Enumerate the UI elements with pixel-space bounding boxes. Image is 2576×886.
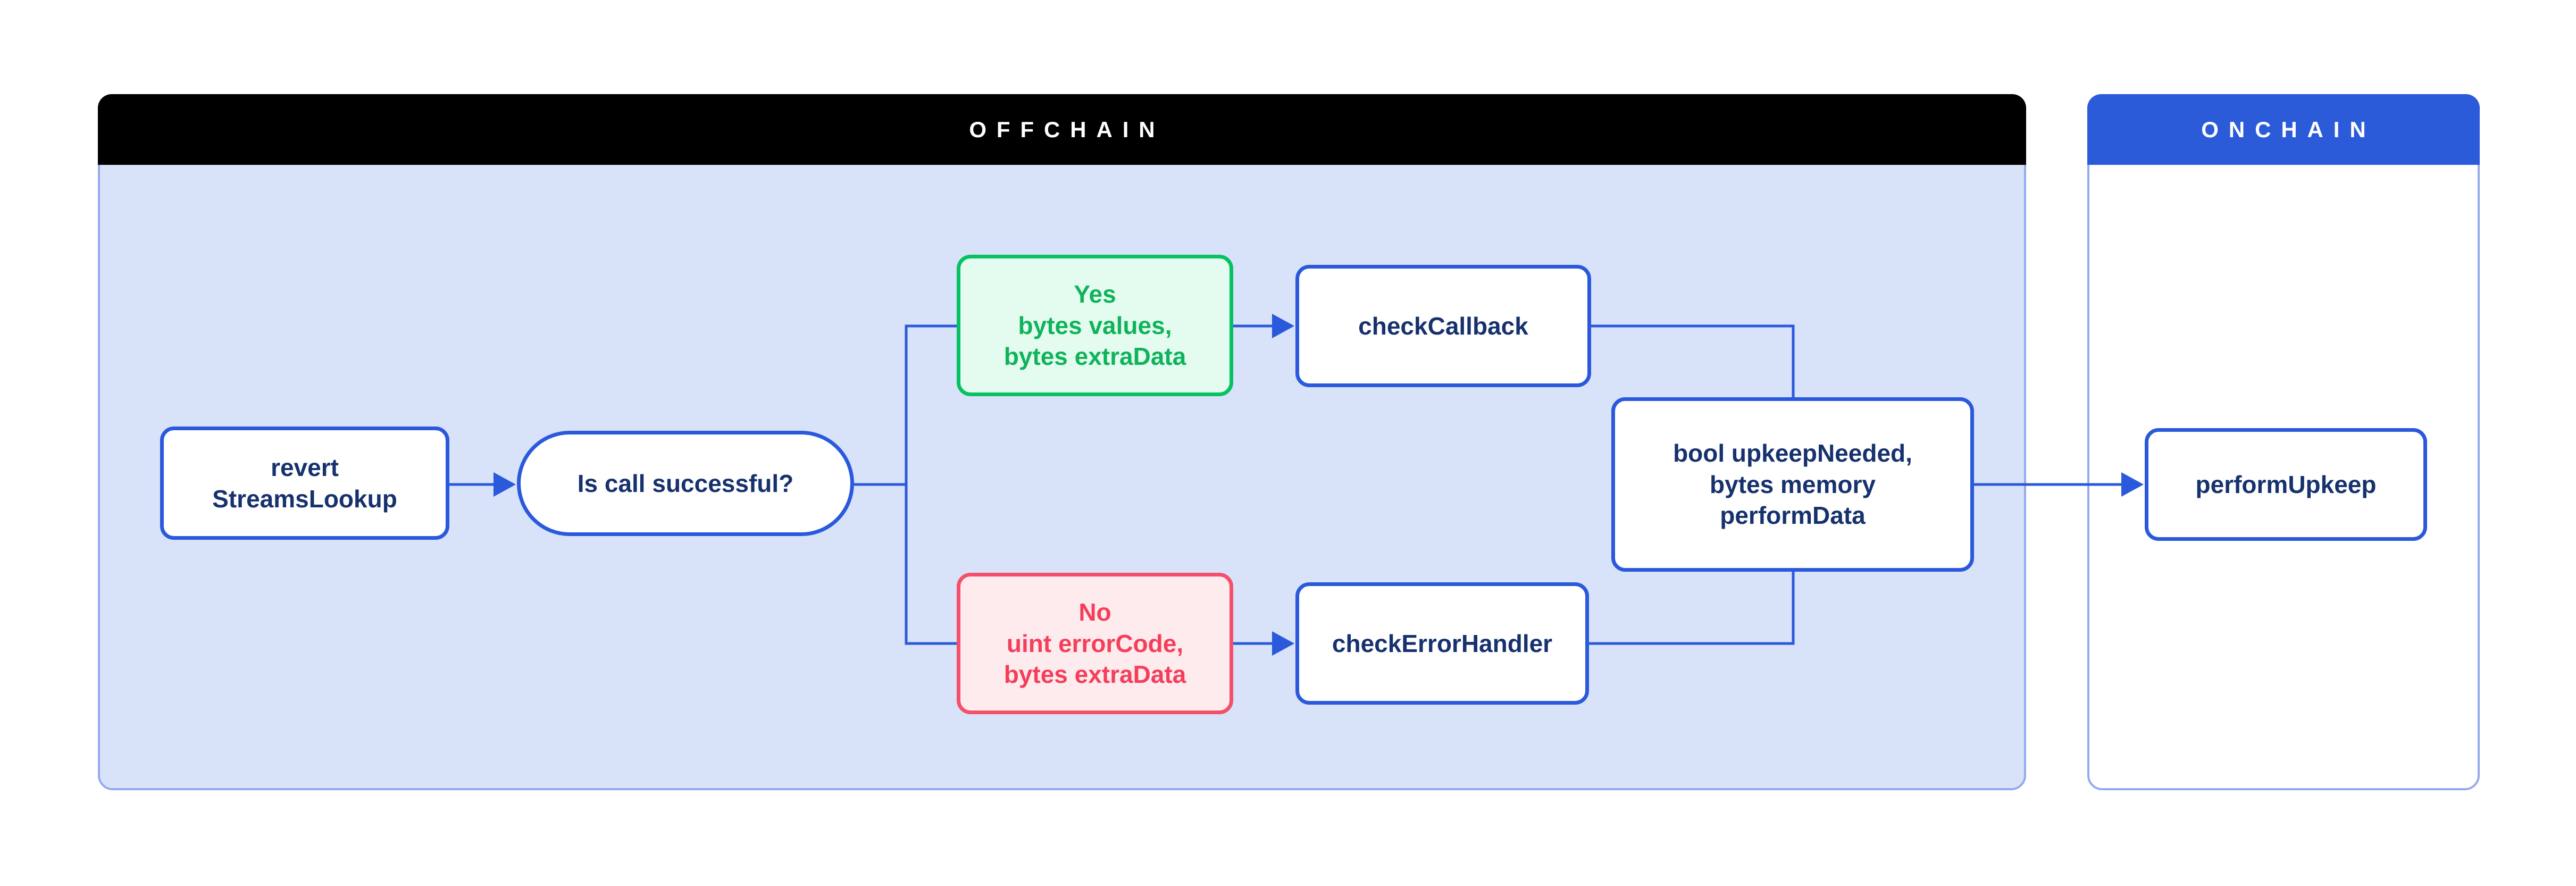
onchain-panel-title: ONCHAIN [2201, 116, 2376, 142]
node-label-line: uint errorCode, [1006, 629, 1184, 657]
node-label-line: performData [1720, 501, 1866, 530]
node-yes-branch: Yes bytes values, bytes extraData [957, 255, 1233, 396]
node-label-line: bytes values, [1018, 311, 1172, 339]
node-no-branch: No uint errorCode, bytes extraData [957, 573, 1233, 714]
node-label-line: bytes extraData [1003, 342, 1186, 371]
node-label-line: checkCallback [1358, 312, 1528, 340]
node-label-line: No [1078, 598, 1111, 626]
node-upkeep-result: bool upkeepNeeded, bytes memory performD… [1611, 397, 1974, 572]
node-label-line: Is call successful? [577, 469, 794, 497]
node-revert-streamslookup: revert StreamsLookup [160, 427, 449, 540]
node-label-line: revert [271, 453, 339, 481]
node-perform-upkeep: performUpkeep [2145, 428, 2427, 541]
node-label-line: bool upkeepNeeded, [1673, 439, 1912, 467]
node-check-callback: checkCallback [1295, 265, 1591, 387]
node-label-line: bytes extraData [1003, 661, 1186, 689]
offchain-panel-header: OFFCHAIN [98, 94, 2026, 165]
onchain-panel-header: ONCHAIN [2087, 94, 2480, 165]
node-label-line: bytes memory [1710, 470, 1876, 498]
node-check-error-handler: checkErrorHandler [1295, 582, 1589, 705]
offchain-panel-title: OFFCHAIN [969, 116, 1165, 142]
node-label-line: checkErrorHandler [1332, 629, 1553, 657]
node-label-line: Yes [1074, 280, 1116, 308]
node-label-line: performUpkeep [2195, 470, 2377, 498]
node-label-line: StreamsLookup [212, 484, 397, 513]
node-is-call-successful: Is call successful? [517, 431, 854, 536]
